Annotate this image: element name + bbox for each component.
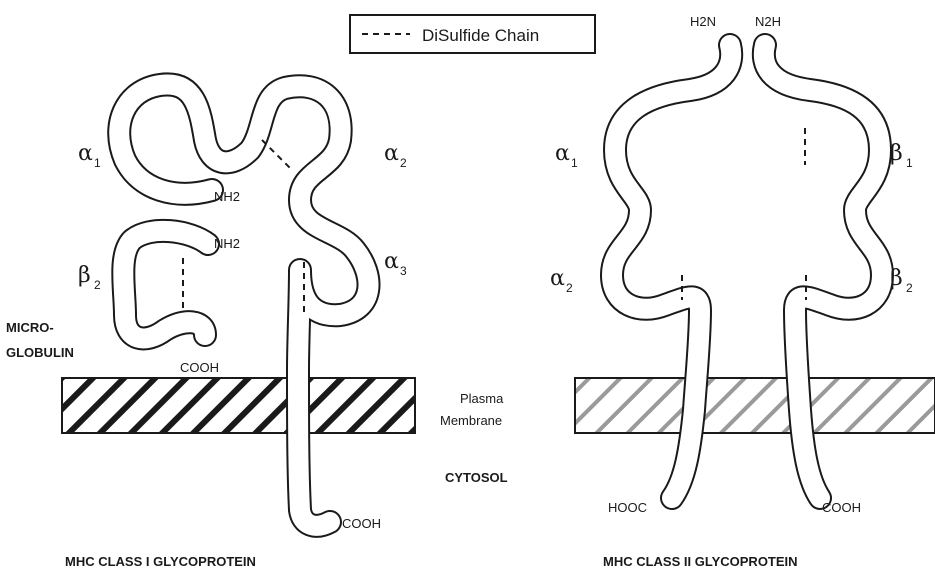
svg-text:α: α bbox=[384, 141, 399, 166]
h2n-label: H2N bbox=[690, 14, 716, 29]
svg-text:1: 1 bbox=[906, 156, 913, 170]
alpha1-label: α 1 bbox=[78, 141, 101, 170]
microglobulin-line1: MICRO- bbox=[6, 320, 54, 335]
cytosol-label: CYTOSOL bbox=[445, 470, 508, 485]
nh2-heavy-label: NH2 bbox=[214, 189, 240, 204]
legend: DiSulfide Chain bbox=[350, 15, 595, 53]
svg-text:α: α bbox=[555, 141, 570, 166]
beta1-ii-label: β 1 bbox=[890, 141, 913, 170]
class-i-title: MHC CLASS I GLYCOPROTEIN bbox=[65, 554, 256, 569]
membrane-right bbox=[575, 378, 935, 433]
beta2-ii-label: β 2 bbox=[890, 266, 913, 295]
class-ii-title: MHC CLASS II GLYCOPROTEIN bbox=[603, 554, 798, 569]
svg-text:2: 2 bbox=[906, 281, 913, 295]
nh2-micro-label: NH2 bbox=[214, 236, 240, 251]
beta2-label: β 2 bbox=[78, 263, 101, 292]
alpha3-label: α 3 bbox=[384, 249, 407, 278]
svg-text:α: α bbox=[384, 249, 399, 274]
cooh-tail-label: COOH bbox=[342, 516, 381, 531]
svg-text:2: 2 bbox=[94, 278, 101, 292]
alpha1-ii-label: α 1 bbox=[555, 141, 578, 170]
membrane-left bbox=[62, 378, 415, 433]
svg-text:1: 1 bbox=[94, 156, 101, 170]
alpha2-label: α 2 bbox=[384, 141, 407, 170]
svg-text:β: β bbox=[890, 141, 903, 166]
svg-text:α: α bbox=[550, 266, 565, 291]
membrane-label-line2: Membrane bbox=[440, 413, 502, 428]
class-i-heavy-chain bbox=[119, 84, 368, 525]
svg-text:2: 2 bbox=[566, 281, 573, 295]
cooh-micro-label: COOH bbox=[180, 360, 219, 375]
hooc-tail-label: HOOC bbox=[608, 500, 647, 515]
svg-text:β: β bbox=[890, 266, 903, 291]
svg-text:α: α bbox=[78, 141, 93, 166]
class-i-b2m-chain bbox=[123, 231, 208, 339]
microglobulin-line2: GLOBULIN bbox=[6, 345, 74, 360]
svg-text:β: β bbox=[78, 263, 91, 288]
svg-text:3: 3 bbox=[400, 264, 407, 278]
svg-text:1: 1 bbox=[571, 156, 578, 170]
svg-text:2: 2 bbox=[400, 156, 407, 170]
alpha2-ii-label: α 2 bbox=[550, 266, 573, 295]
membrane-label-line1: Plasma bbox=[460, 391, 504, 406]
cooh-tail-ii-label: COOH bbox=[822, 500, 861, 515]
n2h-label: N2H bbox=[755, 14, 781, 29]
legend-label: DiSulfide Chain bbox=[422, 26, 539, 45]
